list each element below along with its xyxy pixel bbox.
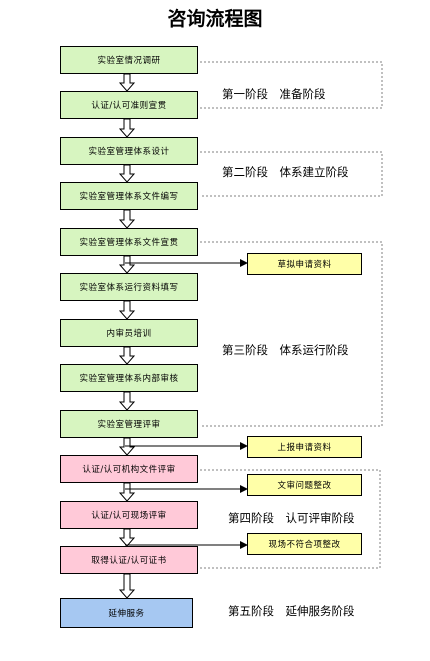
step-label: 认证/认可机构文件评审 (82, 465, 176, 475)
stage-label-1: 第一阶段 准备阶段 (222, 87, 326, 101)
branch-arrows (125, 259, 248, 549)
page-title: 咨询流程图 (167, 8, 263, 30)
flow-arrow-4 (118, 209, 136, 229)
step-certificate: 取得认证/认可证书 (60, 546, 198, 574)
flow-arrow-3 (118, 164, 136, 183)
side-label: 上报申请资料 (277, 443, 332, 453)
flow-arrow-5 (118, 255, 136, 274)
step-internal-audit: 实验室管理体系内部审核 (60, 364, 198, 392)
step-auditor-training: 内审员培训 (60, 319, 198, 347)
step-lab-survey: 实验室情况调研 (60, 46, 198, 74)
step-label: 实验室管理体系文件宣贯 (79, 238, 179, 248)
step-label: 内审员培训 (106, 329, 152, 339)
step-label: 取得认证/认可证书 (91, 556, 167, 566)
step-management-review: 实验室管理评审 (60, 410, 198, 438)
side-document-fix: 文审问题整改 (247, 474, 362, 496)
stage-bracket-4 (200, 469, 381, 569)
side-label: 文审问题整改 (277, 481, 332, 491)
flow-arrow-12 (118, 573, 136, 599)
stage-label-2: 第二阶段 体系建立阶段 (222, 165, 349, 179)
side-submit-application: 上报申请资料 (247, 436, 362, 458)
step-label: 实验室情况调研 (97, 56, 161, 66)
step-label: 延伸服务 (108, 609, 145, 619)
step-extended-service: 延伸服务 (60, 598, 193, 628)
step-label: 实验室管理体系设计 (88, 147, 170, 157)
flow-arrow-11 (118, 528, 136, 547)
step-document-promotion: 实验室管理体系文件宣贯 (60, 228, 198, 256)
flow-arrow-10 (118, 482, 136, 502)
step-label: 实验室体系运行资料填写 (79, 283, 179, 293)
step-standard-training: 认证/认可准则宣贯 (60, 91, 198, 119)
stage-label-5: 第五阶段 延伸服务阶段 (228, 604, 355, 618)
step-label: 认证/认可准则宣贯 (91, 101, 167, 111)
stage-label-4: 第四阶段 认可评审阶段 (228, 511, 355, 525)
side-label: 草拟申请资料 (277, 260, 332, 270)
step-operation-records: 实验室体系运行资料填写 (60, 273, 198, 301)
side-site-fix: 现场不符合项整改 (247, 533, 362, 555)
flow-arrow-7 (118, 346, 136, 365)
step-document-writing: 实验室管理体系文件编写 (60, 182, 198, 210)
step-system-design: 实验室管理体系设计 (60, 137, 198, 165)
stage-label-3: 第三阶段 体系运行阶段 (222, 343, 349, 357)
step-label: 实验室管理评审 (97, 420, 161, 430)
stage-bracket-1 (200, 61, 383, 109)
step-document-review: 认证/认可机构文件评审 (60, 455, 198, 483)
side-draft-application: 草拟申请资料 (247, 253, 362, 275)
step-label: 认证/认可现场评审 (91, 511, 167, 521)
flow-arrow-8 (118, 391, 136, 411)
flow-arrow-2 (118, 118, 136, 138)
step-label: 实验室管理体系文件编写 (79, 192, 179, 202)
step-site-review: 认证/认可现场评审 (60, 501, 198, 529)
flow-arrow-1 (118, 73, 136, 92)
stage-bracket-2 (200, 151, 383, 197)
main-arrows (118, 73, 136, 599)
side-label: 现场不符合项整改 (268, 540, 341, 550)
step-label: 实验室管理体系内部审核 (79, 374, 179, 384)
flow-arrow-6 (118, 300, 136, 320)
stage-bracket-3 (200, 241, 383, 427)
